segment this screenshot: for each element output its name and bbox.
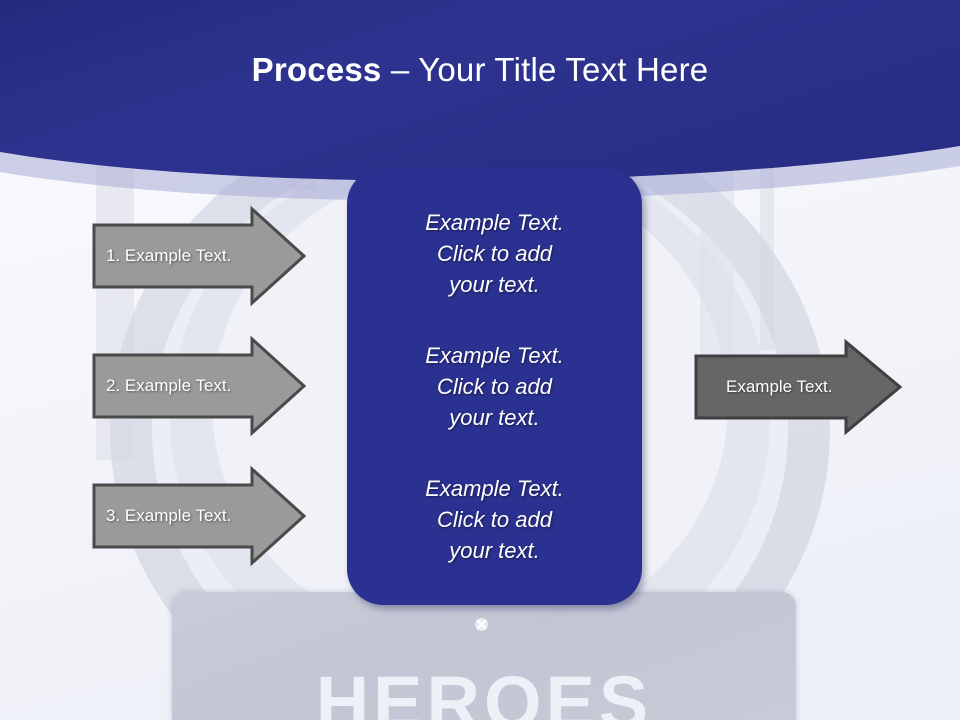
slide-header: Process – Your Title Text Here [0,0,960,175]
photo-placeholder-panel[interactable]: HEROES [172,592,796,720]
broken-image-icon [473,616,490,633]
arrow-shape-right [694,338,903,436]
process-result-arrow[interactable]: Example Text. [694,338,903,436]
title-separator: – [381,51,419,88]
central-text-stack: Example Text. Click to add your text. Ex… [347,168,642,605]
arrow-label: 3. Example Text. [106,506,232,525]
page-title: Process – Your Title Text Here [0,50,960,90]
central-paragraph-1: Example Text. Click to add your text. [425,210,564,297]
arrow-label: 1. Example Text. [106,246,232,265]
central-paragraph-3: Example Text. Click to add your text. [425,476,564,563]
arrow-shape-right [92,465,307,567]
title-strong: Process [251,51,382,88]
process-step-arrow-1[interactable]: 1. Example Text. [92,205,307,307]
arrow-label: Example Text. [726,377,833,396]
process-step-arrow-2[interactable]: 2. Example Text. [92,335,307,437]
photo-watermark-text: HEROES [315,661,653,720]
central-content-box[interactable]: Example Text. Click to add your text. Ex… [347,168,642,605]
process-step-arrow-3[interactable]: 3. Example Text. [92,465,307,567]
arrow-shape-right [92,205,307,307]
arrow-shape-right [92,335,307,437]
arrow-label: 2. Example Text. [106,376,232,395]
title-rest: Your Title Text Here [418,51,709,88]
central-paragraph-2: Example Text. Click to add your text. [425,343,564,430]
